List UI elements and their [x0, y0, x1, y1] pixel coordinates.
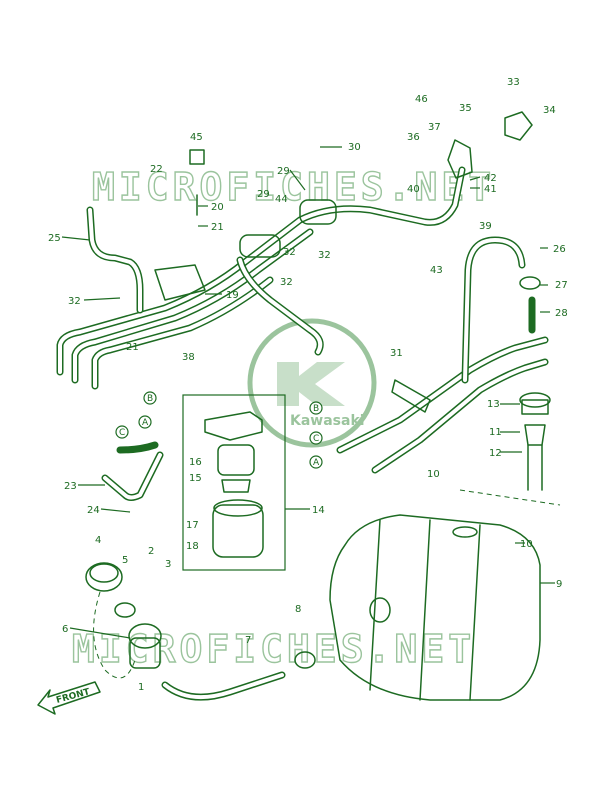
callout-14: 14 [312, 505, 325, 516]
leader-lines [61, 146, 555, 639]
callout-40: 40 [407, 184, 420, 195]
callout-20: 20 [211, 202, 224, 213]
callout-1: 1 [138, 682, 144, 693]
callout-15: 15 [189, 473, 202, 484]
watermark-bottom: MICROFICHES.NET [72, 627, 475, 671]
callout-29-top: 29 [277, 166, 290, 177]
filler-hose [161, 651, 316, 701]
callout-6: 6 [62, 624, 68, 635]
callout-numbers: 1 2 3 4 5 6 7 8 9 10 10 11 12 13 14 15 1… [48, 77, 568, 693]
callout-8: 8 [295, 604, 301, 615]
callout-43: 43 [430, 265, 443, 276]
pump-and-fittings [189, 111, 551, 491]
callout-23: 23 [64, 481, 77, 492]
callout-41: 41 [484, 184, 497, 195]
callout-29-bottom: 29 [257, 189, 270, 200]
callout-35: 35 [459, 103, 472, 114]
fuel-rail-assembly [56, 166, 466, 501]
marker-c-left: C [119, 428, 125, 438]
callout-32-mid: 32 [280, 277, 293, 288]
callout-17: 17 [186, 520, 199, 531]
callout-25: 25 [48, 233, 61, 244]
kawasaki-logo: Kawasaki [247, 318, 377, 448]
callout-7: 7 [245, 635, 251, 646]
callout-4: 4 [95, 535, 101, 546]
right-tube-bundle [336, 236, 549, 474]
callout-12: 12 [489, 448, 502, 459]
connection-markers: B A C B C A [115, 391, 323, 469]
callout-9: 9 [556, 579, 562, 590]
front-label: FRONT [55, 687, 92, 706]
callout-21-top: 21 [211, 222, 224, 233]
callout-24: 24 [87, 505, 100, 516]
callout-46: 46 [415, 94, 428, 105]
callout-19: 19 [226, 290, 239, 301]
callout-22: 22 [150, 164, 163, 175]
front-arrow: FRONT [37, 681, 101, 715]
callout-44: 44 [275, 194, 288, 205]
callout-42: 42 [484, 173, 497, 184]
marker-b-left: B [147, 394, 153, 404]
callout-32-right: 32 [318, 250, 331, 261]
callout-36: 36 [407, 132, 420, 143]
callout-38: 38 [182, 352, 195, 363]
marker-b-right: B [313, 404, 319, 414]
logo-brand-text: Kawasaki [290, 413, 365, 429]
callout-34: 34 [543, 105, 556, 116]
callout-3: 3 [165, 559, 171, 570]
callout-37: 37 [428, 122, 441, 133]
callout-21-bottom: 21 [126, 342, 139, 353]
callout-39: 39 [479, 221, 492, 232]
marker-a-left: A [142, 418, 149, 428]
callout-10-top: 10 [427, 469, 440, 480]
callout-26: 26 [553, 244, 566, 255]
callout-30: 30 [348, 142, 361, 153]
callout-5: 5 [122, 555, 128, 566]
fuel-filter-assembly [182, 394, 286, 571]
callout-28: 28 [555, 308, 568, 319]
marker-a-right: A [313, 458, 320, 468]
callout-16: 16 [189, 457, 202, 468]
callout-31: 31 [390, 348, 403, 359]
callout-2: 2 [148, 546, 154, 557]
fuel-cap-assembly [85, 562, 162, 679]
callout-32-left: 32 [68, 296, 81, 307]
callout-33: 33 [507, 77, 520, 88]
callout-13: 13 [487, 399, 500, 410]
fuel-tank [329, 489, 561, 701]
callout-10-right: 10 [520, 539, 533, 550]
marker-c-right: C [313, 434, 319, 444]
callout-18: 18 [186, 541, 199, 552]
callout-45: 45 [190, 132, 203, 143]
callout-32-inner: 32 [283, 247, 296, 258]
callout-11: 11 [489, 427, 502, 438]
callout-27: 27 [555, 280, 568, 291]
